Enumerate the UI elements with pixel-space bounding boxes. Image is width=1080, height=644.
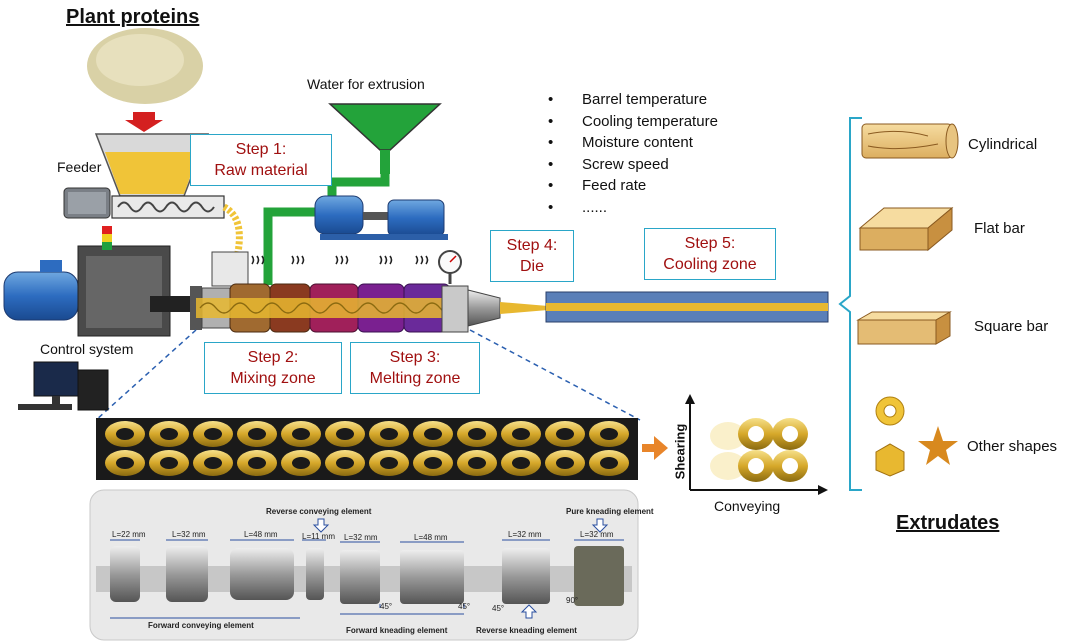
len-label: L=48 mm	[414, 533, 448, 542]
screw-element-blur-icon	[710, 418, 808, 482]
step-2-box: Step 2: Mixing zone	[204, 342, 342, 394]
shearing-axis-label: Shearing	[672, 423, 688, 480]
shape-label-flat-bar: Flat bar	[974, 220, 1025, 237]
conveying-axis-label: Conveying	[714, 498, 781, 514]
step-1-box: Step 1: Raw material	[190, 134, 332, 186]
step-5-title: Step 5:	[684, 235, 736, 252]
square-bar-extrudate-icon	[856, 311, 952, 345]
water-pump	[314, 195, 364, 235]
angle-label: 45°	[492, 604, 505, 613]
water-label: Water for extrusion	[307, 76, 425, 92]
forward-conveying-label: Forward conveying element	[148, 621, 254, 630]
step-3-title: Step 3:	[389, 349, 441, 366]
step-3-name: Melting zone	[369, 370, 461, 387]
param-item: Cooling temperature	[548, 111, 718, 133]
cylindrical-extrudate-icon	[861, 123, 959, 159]
extrudate-bracket	[838, 117, 862, 491]
feeder-label: Feeder	[57, 159, 102, 175]
step-1-title: Step 1:	[235, 141, 287, 158]
parameter-list: Barrel temperature Cooling temperature M…	[548, 89, 718, 218]
len-label: L=32 mm	[580, 530, 614, 539]
computer-monitor-icon	[33, 361, 79, 397]
param-item: Barrel temperature	[548, 89, 718, 111]
extrudates-title: Extrudates	[896, 512, 1000, 534]
param-item: Screw speed	[548, 154, 718, 176]
len-label: L=11 mm	[302, 532, 335, 541]
len-label: L=32 mm	[508, 530, 542, 539]
step-2-title: Step 2:	[247, 349, 299, 366]
len-label: L=32 mm	[172, 530, 206, 539]
pure-kneading-label: Pure kneading element	[566, 507, 654, 516]
main-motor	[3, 271, 79, 321]
step-5-box: Step 5: Cooling zone	[644, 228, 776, 280]
reverse-kneading-label: Reverse kneading element	[476, 626, 577, 635]
other-shapes-icons	[875, 396, 958, 477]
die-plate	[441, 285, 469, 333]
step-2-name: Mixing zone	[230, 370, 316, 387]
angle-label: 90°	[566, 596, 579, 605]
angle-label: 45°	[380, 602, 393, 611]
param-item: ......	[548, 197, 718, 219]
step-4-box: Step 4: Die	[490, 230, 574, 282]
param-item: Feed rate	[548, 175, 718, 197]
right-arrow-icon	[642, 436, 668, 460]
flat-bar-extrudate-icon	[858, 206, 954, 252]
angle-label: 45°	[458, 602, 471, 611]
len-label: L=32 mm	[344, 533, 378, 542]
water-funnel	[328, 103, 442, 151]
step-1-name: Raw material	[214, 162, 308, 179]
forward-kneading-label: Forward kneading element	[346, 626, 448, 635]
param-item: Moisture content	[548, 132, 718, 154]
step-4-name: Die	[519, 258, 544, 275]
step-5-name: Cooling zone	[663, 256, 757, 273]
shape-label-cylindrical: Cylindrical	[968, 136, 1038, 153]
plant-proteins-title: Plant proteins	[66, 6, 200, 28]
step-4-title: Step 4:	[506, 237, 558, 254]
step-3-box: Step 3: Melting zone	[350, 342, 480, 394]
len-label: L=48 mm	[244, 530, 278, 539]
reverse-conveying-label: Reverse conveying element	[266, 507, 372, 516]
shape-label-other: Other shapes	[967, 438, 1058, 455]
screw-element-photos	[110, 546, 624, 606]
shape-label-square-bar: Square bar	[974, 318, 1049, 335]
heat-icons	[251, 255, 429, 265]
down-arrow-icon	[125, 112, 163, 132]
control-system-label: Control system	[40, 341, 134, 357]
len-label: L=22 mm	[112, 530, 146, 539]
computer-tower-icon	[77, 369, 109, 411]
